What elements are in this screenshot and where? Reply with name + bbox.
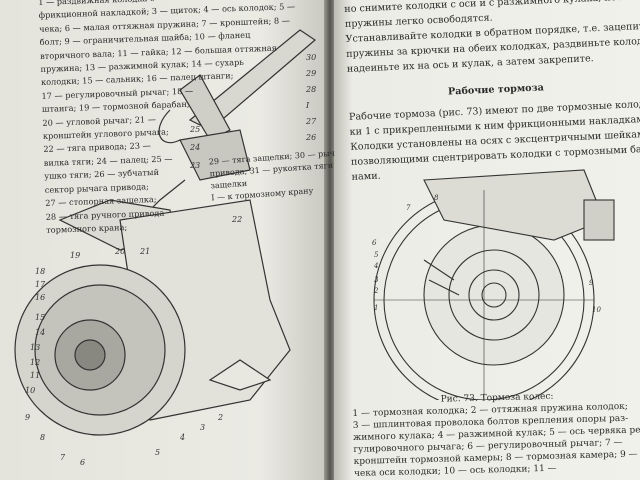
book-gutter — [324, 0, 336, 480]
callout-label: 21 — [139, 247, 150, 256]
callout-label: 26 — [305, 133, 316, 142]
callout-label: 13 — [30, 343, 40, 352]
right-page-text: но снимите колодки с оси и с разжимного … — [344, 0, 640, 185]
callout-label: 18 — [35, 267, 45, 276]
callout-label: 15 — [35, 313, 45, 322]
callout-label: 16 — [35, 293, 45, 302]
callout-label: 10 — [592, 306, 601, 314]
callout-label: 10 — [25, 386, 35, 395]
callout-label: 9 — [589, 279, 594, 287]
callout-label: 2 — [373, 287, 379, 295]
callout-label: 19 — [70, 251, 80, 260]
callout-label: 7 — [406, 204, 411, 212]
callout-label: 27 — [305, 117, 317, 126]
callout-label: 22 — [231, 215, 242, 224]
callout-label: 28 — [305, 85, 316, 94]
callout-label: 5 — [155, 448, 160, 457]
callout-label: 30 — [306, 53, 316, 62]
callout-label: 4 — [373, 262, 378, 270]
callout-label: 11 — [30, 371, 40, 380]
callout-label: 8 — [40, 433, 45, 442]
callout-label: 20 — [114, 247, 125, 256]
callout-label: 14 — [35, 328, 45, 337]
callout-label: 29 — [305, 69, 316, 78]
callout-label: 23 — [189, 161, 200, 170]
callout-label: 17 — [35, 280, 46, 289]
callout-label: 8 — [434, 194, 439, 202]
figure-caption: Рис. 73. Тормоза колес: 1 — тормозная ко… — [352, 388, 640, 480]
callout-label: 24 — [189, 143, 200, 152]
callout-label: 6 — [80, 458, 85, 467]
wheel-brake-drawing: 8 7 6 5 4 3 2 1 9 10 — [372, 169, 615, 400]
callout-label: 25 — [189, 125, 200, 134]
callout-label: 1 — [374, 304, 378, 312]
callout-label: 9 — [25, 413, 30, 422]
callout-label: 7 — [60, 453, 66, 462]
callout-label: 5 — [374, 251, 379, 259]
callout-label: 3 — [200, 423, 205, 432]
callout-label: I — [305, 101, 310, 110]
callout-label: 12 — [30, 358, 40, 367]
callout-label: 3 — [374, 276, 379, 284]
callout-label: 2 — [217, 413, 223, 422]
callout-label: 6 — [372, 239, 377, 247]
callout-label: 4 — [179, 433, 185, 442]
